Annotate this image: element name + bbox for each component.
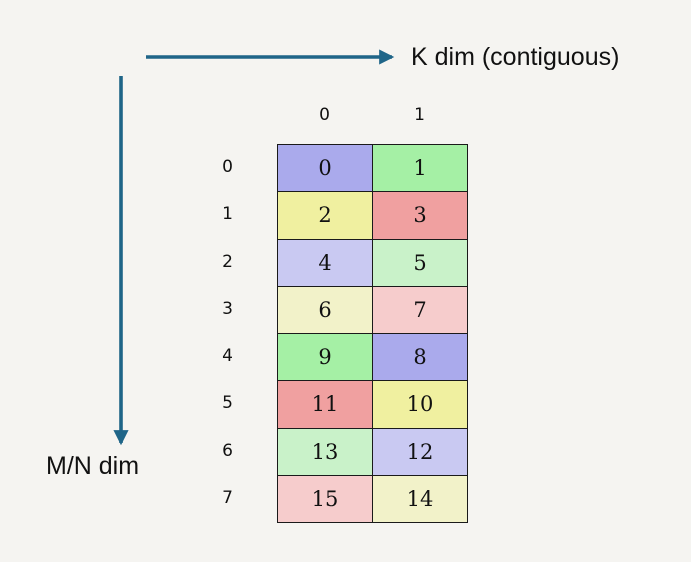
row-headers: 0 1 2 3 4 5 6 7 (200, 144, 255, 522)
row-header-2: 2 (222, 251, 233, 272)
cell-r6c1: 12 (372, 427, 468, 476)
mn-dim-label: M/N dim (46, 452, 140, 480)
row-header-5: 5 (222, 393, 233, 414)
cell-r5c0: 11 (277, 380, 373, 429)
table-row: 4 5 (277, 238, 468, 287)
cell-r0c0: 0 (277, 143, 373, 193)
table-row: 2 3 (277, 191, 468, 240)
col-header-1: 1 (414, 105, 425, 125)
table-row: 11 10 (277, 380, 468, 429)
cell-r7c0: 15 (277, 474, 373, 524)
cell-r2c0: 4 (277, 238, 373, 287)
cell-r2c1: 5 (372, 238, 468, 287)
row-header-4: 4 (222, 346, 233, 366)
table-row: 15 14 (277, 474, 468, 524)
table-row: 0 1 (277, 143, 468, 193)
cell-r0c1: 1 (372, 143, 468, 193)
cell-r4c0: 9 (277, 332, 373, 382)
row-header-3: 3 (222, 298, 233, 319)
row-header-0: 0 (222, 157, 233, 177)
table-row: 9 8 (277, 332, 468, 382)
row-header-7: 7 (222, 487, 233, 508)
cell-r4c1: 8 (372, 332, 468, 382)
col-header-0: 0 (319, 105, 330, 125)
row-header-6: 6 (222, 440, 233, 461)
row-header-1: 1 (222, 204, 233, 225)
cell-r6c0: 13 (277, 427, 373, 476)
k-dim-label: K dim (contiguous) (411, 43, 620, 71)
table-row: 6 7 (277, 285, 468, 335)
cell-r1c1: 3 (372, 191, 468, 240)
cell-r3c0: 6 (277, 285, 373, 335)
cell-r7c1: 14 (372, 474, 468, 524)
column-headers: 0 1 (277, 105, 467, 125)
cell-r1c0: 2 (277, 191, 373, 240)
memory-table: 0 1 2 3 4 5 6 7 9 8 11 10 (277, 143, 468, 524)
cell-r3c1: 7 (372, 285, 468, 335)
table-row: 13 12 (277, 427, 468, 476)
cell-r5c1: 10 (372, 380, 468, 429)
